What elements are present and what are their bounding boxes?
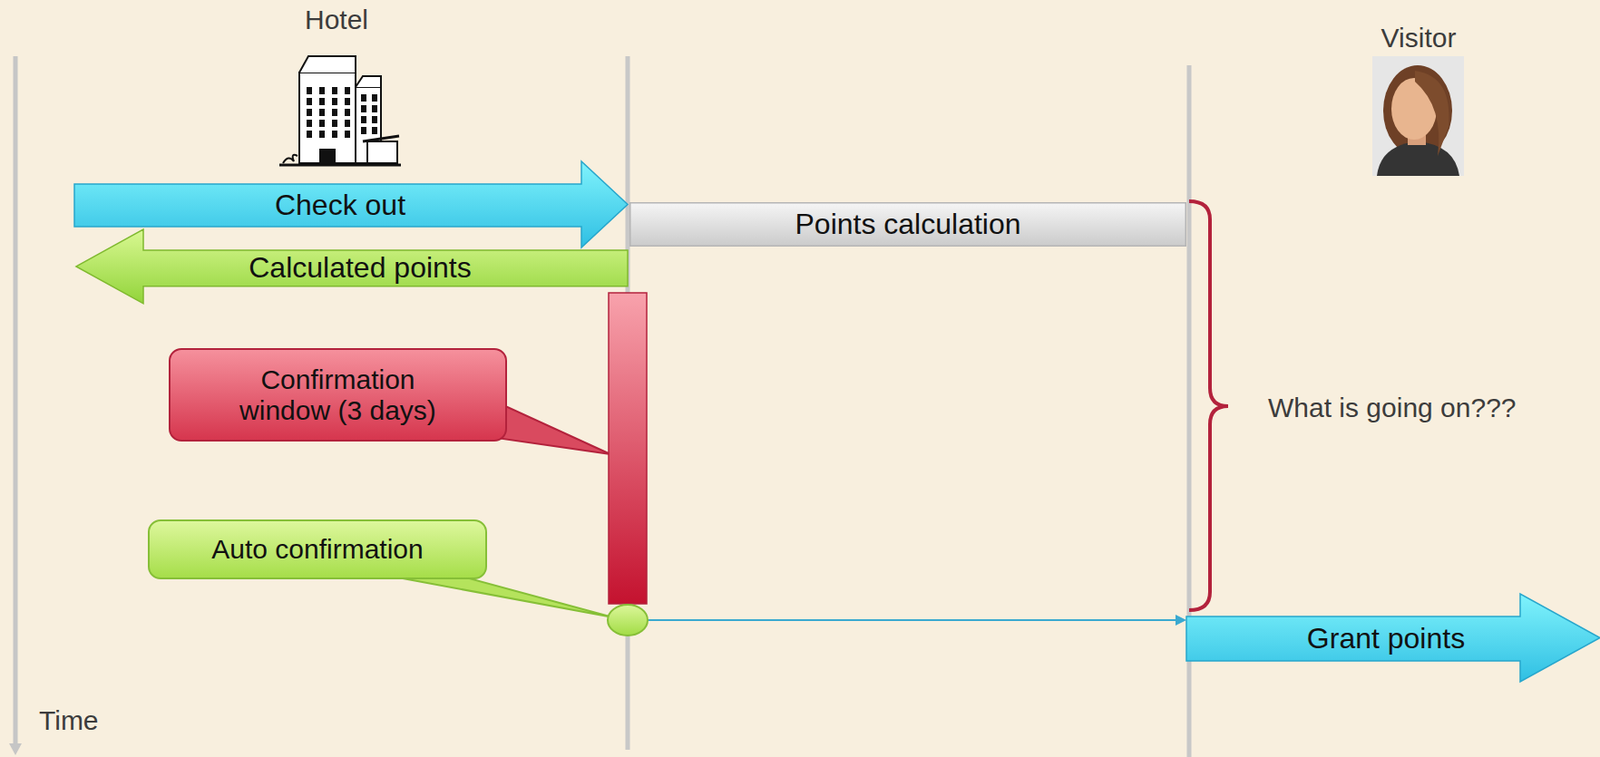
portrait-shoulders xyxy=(1376,141,1460,176)
hotel-window xyxy=(344,108,351,117)
process-arrow: Grant points xyxy=(1186,594,1600,683)
hotel-window xyxy=(306,97,313,106)
lifeline-label: Visitor xyxy=(1381,22,1457,55)
process-box-shape xyxy=(630,203,1187,247)
node-text: Confirmation window (3 days) xyxy=(224,364,452,426)
portrait-fringe xyxy=(1414,70,1450,157)
hotel-roof xyxy=(355,76,381,88)
node-text: Auto confirmation xyxy=(211,534,423,566)
message-line xyxy=(647,619,1178,622)
hotel-window xyxy=(344,119,351,127)
hotel-windows xyxy=(306,87,378,138)
hotel-annex xyxy=(367,141,398,164)
time-axis-head xyxy=(9,743,22,756)
process-arrow: Check out xyxy=(74,161,628,248)
node-text: Grant points xyxy=(1307,623,1465,656)
hotel-ground xyxy=(279,164,401,167)
node-text: Points calculation xyxy=(794,208,1021,242)
process-arrow-shape xyxy=(76,229,628,304)
process-arrow-shape xyxy=(74,161,628,248)
hotel-shrub xyxy=(282,155,298,164)
hotel-window xyxy=(319,97,325,106)
hotel-window xyxy=(319,108,325,117)
callout-pointer xyxy=(489,399,611,455)
text-area: Grant points xyxy=(1186,616,1586,662)
hotel-roof xyxy=(299,56,356,73)
hotel-window xyxy=(319,119,325,127)
callout-box: Auto confirmation xyxy=(147,519,488,580)
hotel-window xyxy=(360,116,367,124)
hotel-window xyxy=(344,87,351,95)
hotel-window xyxy=(306,119,313,127)
confirmation-bar xyxy=(608,292,647,605)
text-area: Auto confirmation xyxy=(149,521,486,578)
process-arrow: Calculated points xyxy=(76,229,628,304)
hotel-window xyxy=(331,119,338,127)
hotel-window xyxy=(319,87,325,95)
hotel-window xyxy=(344,97,351,106)
text-area: Check out xyxy=(74,184,606,227)
hotel-window xyxy=(371,126,378,135)
hotel-window xyxy=(306,130,313,138)
time-axis xyxy=(13,56,19,748)
portrait-ground xyxy=(1372,56,1464,176)
hotel-window xyxy=(371,105,378,113)
hotel-tower xyxy=(299,72,356,164)
hotel-window xyxy=(360,105,367,113)
process-arrow-shape xyxy=(1186,594,1600,683)
note-label: What is going on??? xyxy=(1268,392,1517,425)
confirmation-dot xyxy=(607,604,648,636)
message-head xyxy=(1175,614,1187,626)
node-text: Calculated points xyxy=(248,252,471,285)
text-area: Points calculation xyxy=(629,202,1187,247)
hotel-window xyxy=(331,87,338,95)
lifeline-label: Hotel xyxy=(304,4,369,37)
hotel-window xyxy=(331,97,338,106)
hotel-window xyxy=(306,87,313,95)
hotel-canopy xyxy=(362,136,400,142)
axis-label: Time xyxy=(39,705,99,738)
text-area: Confirmation window (3 days) xyxy=(170,350,506,440)
hotel-window xyxy=(319,130,325,138)
text-area: Calculated points xyxy=(92,250,628,287)
hotel-icon xyxy=(279,56,401,166)
hotel-door xyxy=(319,148,336,164)
hotel-window xyxy=(371,94,378,102)
hotel-window xyxy=(371,116,378,124)
curly-brace xyxy=(1189,201,1229,611)
node-text: Check out xyxy=(274,189,406,223)
process-box: Points calculation xyxy=(629,202,1187,247)
hotel-window xyxy=(360,94,367,102)
hotel-window xyxy=(360,126,367,135)
hotel-window xyxy=(331,108,338,117)
visitor-icon xyxy=(1372,56,1464,176)
hotel-window xyxy=(344,130,351,138)
hotel-window xyxy=(306,108,313,117)
hotel-window xyxy=(331,130,338,138)
callout-box: Confirmation window (3 days) xyxy=(168,348,508,442)
portrait-hair xyxy=(1383,65,1453,157)
